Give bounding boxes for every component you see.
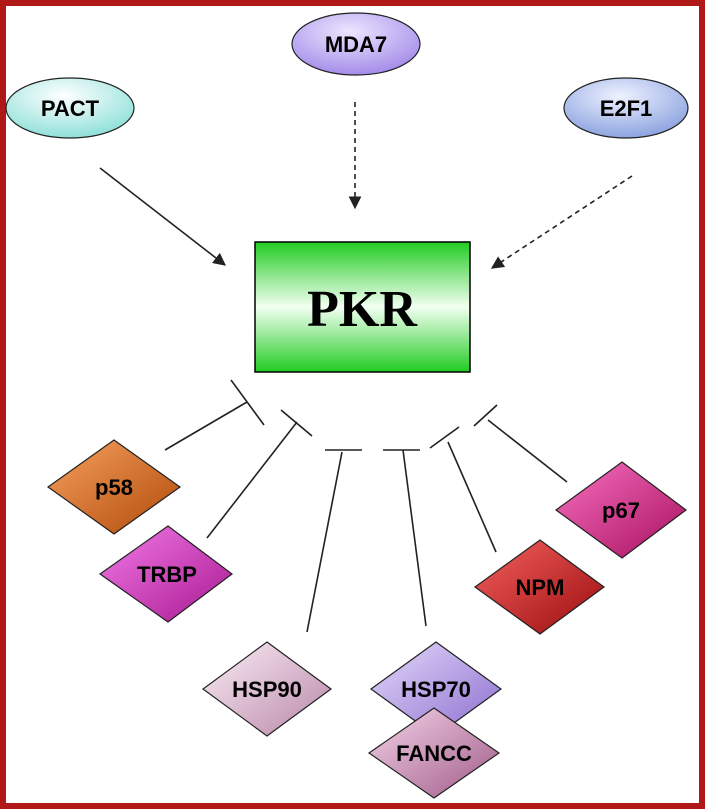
fancc-node: FANCC <box>367 707 501 799</box>
trbp-node: TRBP <box>98 525 233 623</box>
hsp90-node: HSP90 <box>201 641 333 737</box>
hsp70-label: HSP70 <box>401 677 471 702</box>
hsp90-label: HSP90 <box>232 677 302 702</box>
p58-label: p58 <box>95 475 133 500</box>
edge-e2f1-activates-pkr <box>490 175 633 269</box>
trbp-label: TRBP <box>137 562 197 587</box>
fancc-label: FANCC <box>396 741 472 766</box>
npm-label: NPM <box>516 575 565 600</box>
edge-hsp90-inhibits-pkr <box>306 449 362 633</box>
pact-label: PACT <box>41 96 100 121</box>
pkr-node: PKR <box>254 241 471 373</box>
edge-pact-activates-pkr <box>99 167 227 266</box>
p67-node: p67 <box>554 461 687 559</box>
e2f1-node: E2F1 <box>563 77 689 139</box>
edge-npm-inhibits-pkr <box>429 426 497 553</box>
e2f1-label: E2F1 <box>600 96 653 121</box>
mda7-label: MDA7 <box>325 32 387 57</box>
edge-hsp70-inhibits-pkr <box>383 449 427 627</box>
edge-p67-inhibits-pkr <box>473 404 568 483</box>
pact-node: PACT <box>5 77 135 139</box>
edge-trbp-inhibits-pkr <box>206 409 313 539</box>
pkr-label: PKR <box>307 281 418 338</box>
edge-p58-inhibits-pkr <box>164 379 265 451</box>
hsp70-node: HSP70 <box>369 641 503 737</box>
p58-node: p58 <box>46 439 182 535</box>
mda7-node: MDA7 <box>291 12 421 76</box>
npm-node: NPM <box>473 539 606 635</box>
p67-label: p67 <box>602 498 640 523</box>
